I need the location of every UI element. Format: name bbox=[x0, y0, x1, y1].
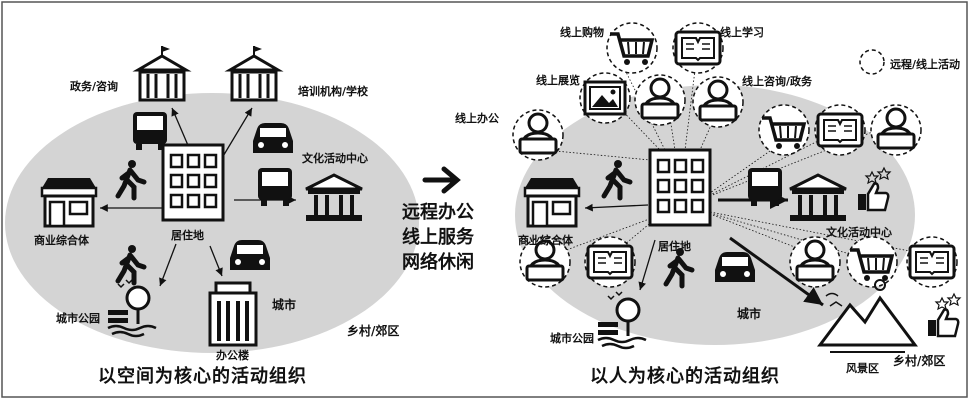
scenic-mountain-icon bbox=[817, 279, 918, 353]
legend-dashed-circle bbox=[859, 49, 885, 75]
label-office: 办公楼 bbox=[216, 349, 249, 362]
school-building-icon bbox=[228, 44, 280, 102]
left-panel bbox=[5, 44, 419, 353]
label-residence-r: 居住地 bbox=[658, 240, 691, 253]
office-building-icon bbox=[208, 281, 258, 347]
right-caption: 以人为核心的活动组织 bbox=[590, 366, 780, 387]
label-park: 城市公园 bbox=[56, 312, 100, 325]
middle-line-1: 远程办公 bbox=[402, 202, 474, 223]
commerce-icon bbox=[523, 176, 581, 228]
car-icon bbox=[715, 252, 755, 282]
label-park-r: 城市公园 bbox=[550, 332, 594, 345]
picture-icon bbox=[583, 80, 627, 116]
legend-label: 远程/线上活动 bbox=[890, 58, 961, 71]
book-icon bbox=[908, 244, 956, 280]
label-city: 城市 bbox=[272, 298, 297, 312]
middle-line-2: 线上服务 bbox=[402, 227, 474, 248]
thumbs-up-icon bbox=[926, 292, 962, 338]
label-consult: 线上咨询/政务 bbox=[742, 75, 813, 88]
middle-line-3: 网络休闲 bbox=[402, 252, 474, 273]
label-residence: 居住地 bbox=[171, 229, 204, 242]
left-caption: 以空间为核心的活动组织 bbox=[98, 366, 307, 387]
book-icon bbox=[816, 112, 864, 148]
label-shopping: 线上购物 bbox=[560, 26, 604, 39]
label-culture-r: 文化活动中心 bbox=[826, 226, 892, 239]
label-remote-office: 线上办公 bbox=[455, 112, 499, 125]
book-icon bbox=[674, 30, 722, 66]
label-gov: 政务/咨询 bbox=[70, 80, 119, 93]
label-rural: 乡村/郊区 bbox=[347, 324, 400, 338]
residence-building-icon bbox=[161, 143, 225, 222]
commerce-icon bbox=[40, 176, 98, 228]
label-scenic: 风景区 bbox=[846, 362, 879, 375]
label-commerce: 商业综合体 bbox=[34, 234, 89, 247]
label-city-r: 城市 bbox=[737, 307, 762, 321]
label-commerce-r: 商业综合体 bbox=[518, 234, 573, 247]
residence-building-icon bbox=[648, 148, 712, 227]
right-panel bbox=[512, 22, 962, 353]
label-training: 培训机构/学校 bbox=[298, 85, 369, 98]
book-icon bbox=[586, 244, 634, 280]
label-culture: 文化活动中心 bbox=[302, 152, 368, 165]
car-icon bbox=[230, 240, 270, 270]
transition-arrow-icon bbox=[422, 166, 461, 194]
label-exhibition: 线上展览 bbox=[536, 74, 580, 87]
gov-building-icon bbox=[136, 44, 188, 102]
car-icon bbox=[253, 123, 293, 153]
left-city-ellipse bbox=[5, 93, 419, 353]
label-learning: 线上学习 bbox=[720, 26, 764, 39]
label-rural-r: 乡村/郊区 bbox=[893, 354, 946, 368]
